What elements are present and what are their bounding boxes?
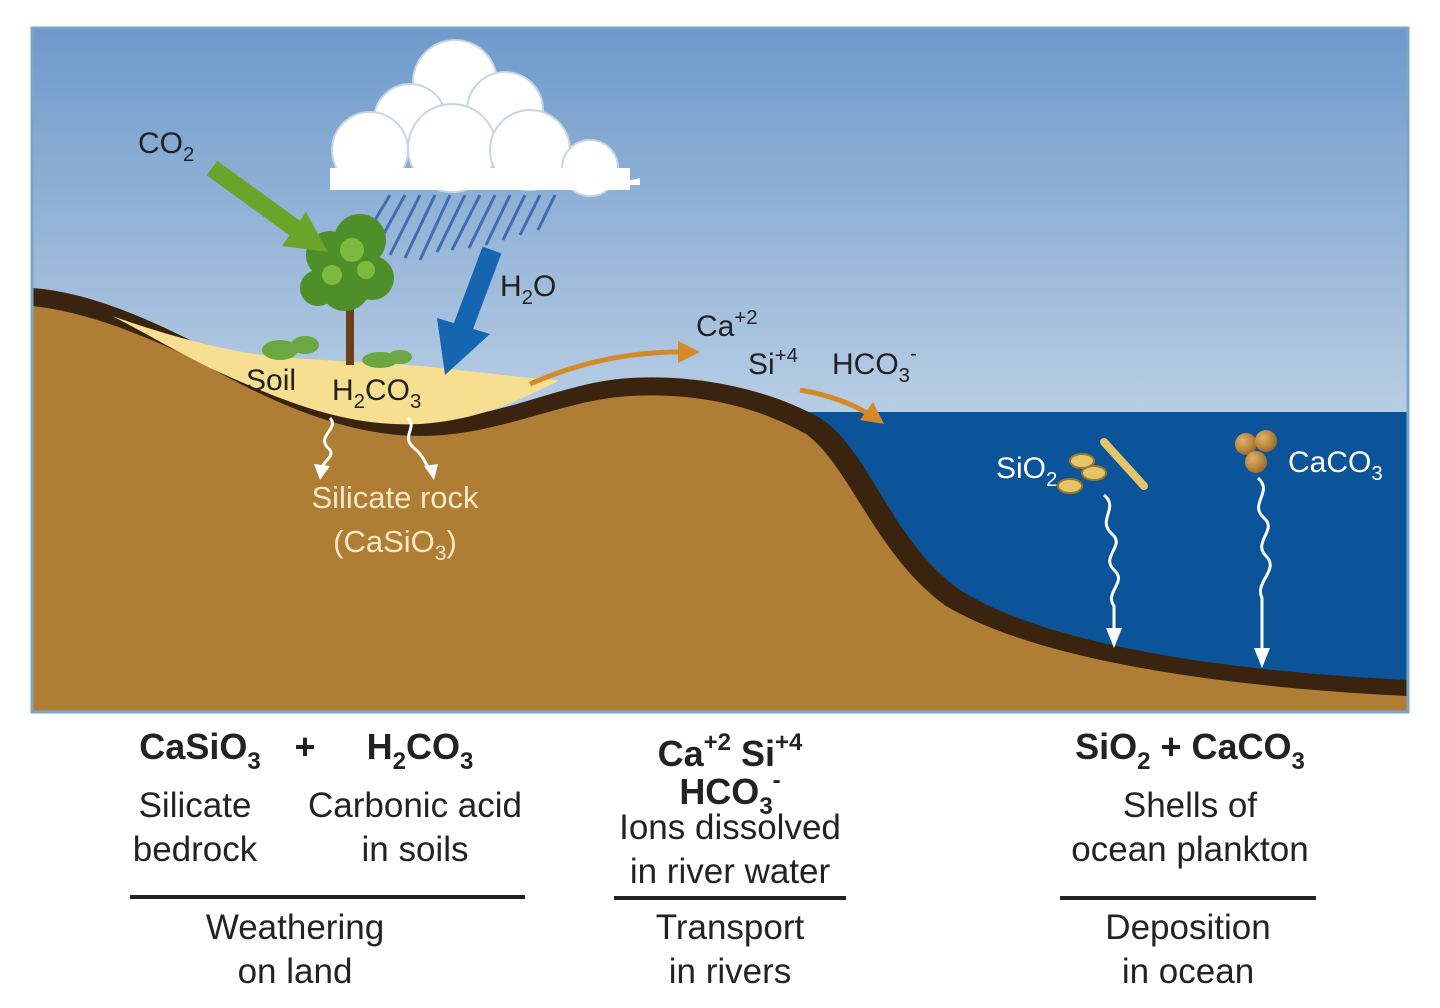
- river-arrowhead-1: [678, 341, 700, 363]
- deposition-group-label: Deposition in ocean: [1105, 908, 1271, 991]
- shells-label: Shells of ocean plankton: [1071, 786, 1309, 869]
- weathering-group-label: Weathering on land: [205, 908, 385, 991]
- transport-ions-line1: Ca+2 Si+4: [657, 729, 803, 774]
- weathering-divider: [130, 895, 525, 899]
- sinking-arrowhead-2: [1254, 648, 1270, 668]
- weathering-arrowhead-1: [314, 464, 330, 480]
- shrubs: [262, 336, 412, 368]
- illustration-frame: [30, 26, 1410, 714]
- label-h2co3-soil: H2CO3: [332, 374, 421, 413]
- river-transport-arrows: [528, 349, 872, 418]
- carbonic-acid-label: Carbonic acid in soils: [308, 786, 522, 869]
- weathering-formula-casio3: CaSiO3: [139, 726, 261, 775]
- h2o-arrow: [437, 246, 502, 375]
- label-h2o: H2O: [500, 270, 556, 309]
- label-silicate-rock: Silicate rock: [311, 480, 479, 515]
- label-ca2: Ca+2: [696, 307, 758, 343]
- label-caco3: CaCO3: [1288, 446, 1383, 485]
- transport-group-label: Transport in rivers: [655, 908, 805, 991]
- label-sio2: SiO2: [996, 452, 1057, 491]
- deposition-divider: [1060, 896, 1316, 900]
- sinking-arrowhead-1: [1106, 628, 1122, 648]
- co2-arrow: [206, 160, 328, 252]
- label-co2: CO2: [138, 127, 194, 166]
- weathering-arrowhead-2: [424, 464, 438, 480]
- soil-layer: [112, 316, 560, 425]
- label-soil: Soil: [246, 364, 296, 397]
- ground: [32, 306, 1408, 712]
- diatom-icon: [1057, 438, 1148, 494]
- ions-dissolved-label: Ions dissolved in river water: [619, 808, 841, 891]
- rain-cloud: [330, 39, 640, 197]
- label-casio3-rock: (CaSiO3): [333, 524, 457, 565]
- transport-ions-line2: HCO3-: [679, 767, 781, 820]
- weathering-squiggles: [320, 416, 432, 471]
- weathering-formula-h2co3: H2CO3: [366, 726, 474, 775]
- weathering-plus-sign: +: [294, 726, 316, 767]
- transport-divider: [614, 896, 846, 900]
- coccolith-icon: [1235, 430, 1277, 473]
- river-arrowhead-2: [860, 402, 884, 424]
- carbon-silicate-cycle-illustration: CO2 H2O Soil H2CO3 Silicate rock (CaSiO3…: [30, 26, 1410, 714]
- label-si4: Si+4: [748, 345, 798, 381]
- silicate-bedrock-label: Silicate bedrock: [132, 786, 258, 869]
- rain-streaks: [358, 194, 557, 261]
- sinking-squiggles: [1102, 476, 1272, 650]
- deposition-formula: SiO2 + CaCO3: [1075, 726, 1305, 775]
- label-hco3: HCO3-: [832, 343, 917, 387]
